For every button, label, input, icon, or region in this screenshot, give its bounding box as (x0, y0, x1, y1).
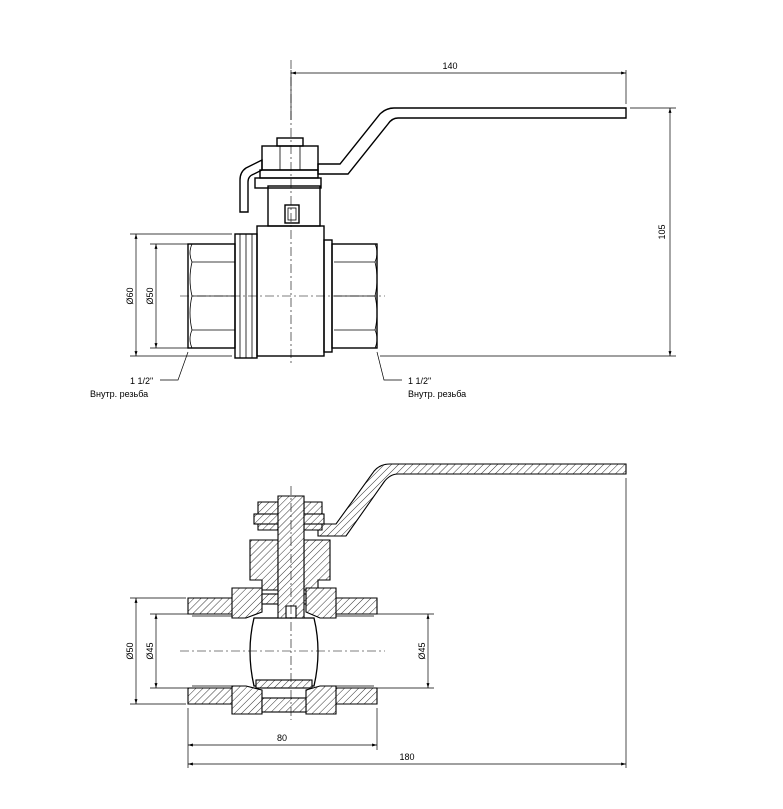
side-view (180, 60, 627, 364)
dim-outer-dia-label: Ø60 (125, 287, 135, 304)
side-view-dimensions: 140 105 Ø60 Ø50 1 1/2" Внутр. резьба 1 1… (90, 61, 676, 399)
section-view-dimensions: Ø50 Ø45 Ø45 80 180 (125, 478, 627, 768)
dim-section-left-bore: Ø45 (145, 642, 155, 659)
dim-section-left-dia: Ø50 (125, 642, 135, 659)
dim-section-total-length: 180 (399, 752, 414, 762)
stem-neck (254, 169, 322, 227)
section-ball (249, 617, 319, 687)
stem-nut (261, 137, 319, 171)
left-thread-size: 1 1/2" (130, 376, 153, 386)
lever-handle (239, 107, 627, 213)
section-view (180, 463, 627, 720)
section-lever-handle (317, 463, 627, 537)
dim-inner-dia-label: Ø50 (145, 287, 155, 304)
dim-section-right-bore: Ø45 (417, 642, 427, 659)
dim-width-label: 140 (442, 61, 457, 71)
section-left-body (231, 587, 263, 715)
left-thread-note: Внутр. резьба (90, 389, 148, 399)
right-thread-note: Внутр. резьба (408, 389, 466, 399)
right-thread-size: 1 1/2" (408, 376, 431, 386)
dim-height-label: 105 (657, 224, 667, 239)
valve-body (256, 225, 325, 357)
dim-section-half-length: 80 (277, 733, 287, 743)
section-threads (192, 615, 374, 687)
